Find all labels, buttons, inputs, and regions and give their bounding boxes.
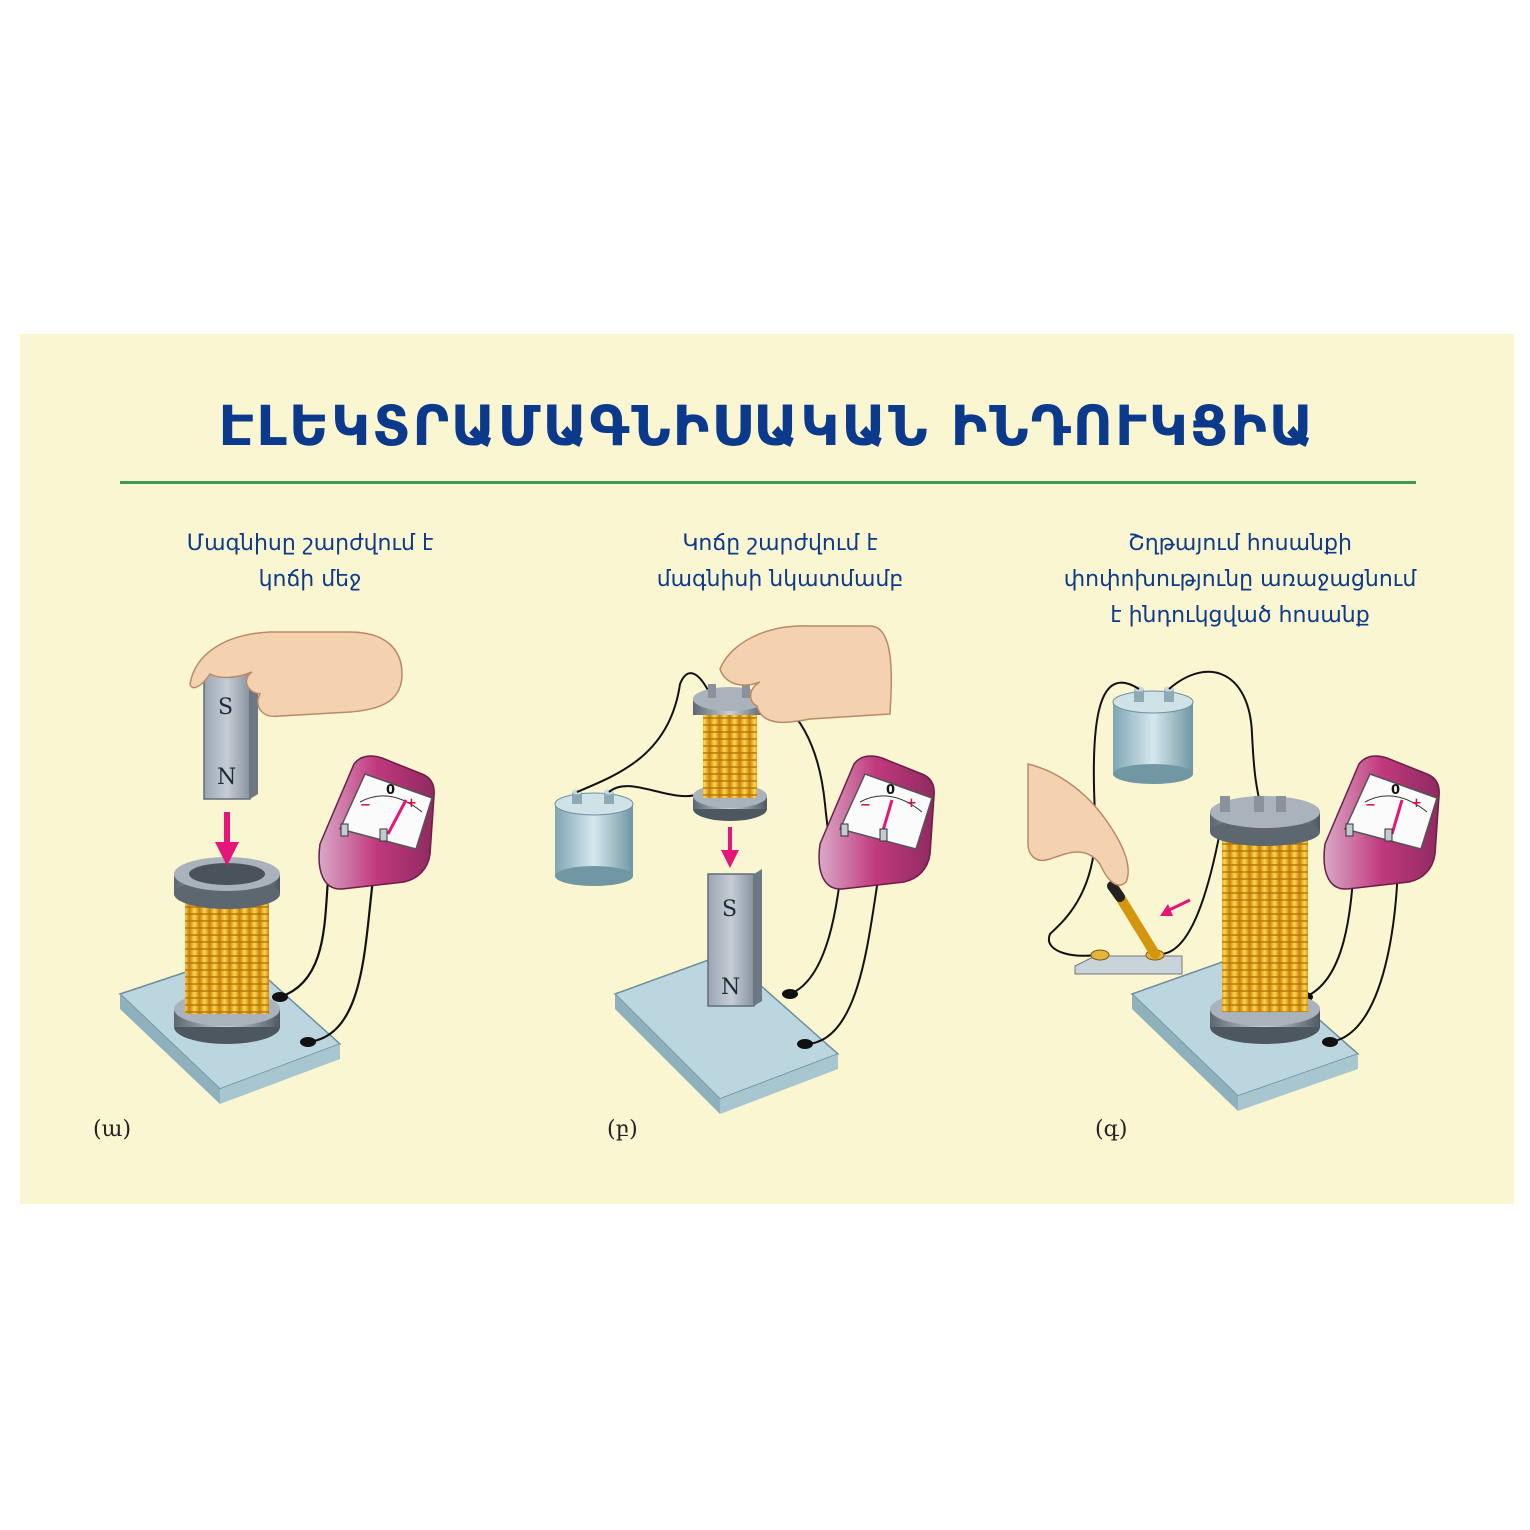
- caption-line: Կոճը շարժվում է: [682, 531, 878, 556]
- meter-zero: 0: [386, 783, 395, 798]
- wire: [608, 785, 701, 798]
- galvanometer: 0 − +: [318, 755, 435, 890]
- magnet-pole-label: S: [722, 897, 737, 922]
- coil: [1222, 832, 1308, 1012]
- wire: [576, 672, 711, 793]
- magnet-pole-label: N: [217, 765, 236, 790]
- meter-plus: +: [906, 796, 917, 811]
- title-divider: [120, 481, 1416, 484]
- illustration: S N 0 − +: [118, 625, 1440, 1114]
- panel-c-drawing: 0 − +: [1027, 670, 1440, 1111]
- switch: [1074, 881, 1183, 975]
- caption-panel-b: Կոճը շարժվում է մագնիսի նկատմամբ: [600, 526, 960, 598]
- caption-line: է ինդուկցված հոսանք: [1110, 603, 1370, 628]
- bar-magnet: [707, 873, 755, 1007]
- battery: [1112, 686, 1194, 784]
- galvanometer: 0 − +: [818, 755, 935, 890]
- poster-title: ԷԼԵԿՏՐԱՄԱԳՆԻՍԱԿԱՆ ԻՆԴՈՒԿՑԻԱ: [218, 394, 1316, 458]
- meter-zero: 0: [886, 783, 895, 798]
- caption-line: մագնիսի նկատմամբ: [656, 567, 904, 592]
- meter-plus: +: [1411, 796, 1422, 811]
- meter-minus: −: [860, 798, 871, 813]
- caption-panel-a: Մագնիսը շարժվում է կոճի մեջ: [130, 526, 490, 598]
- coil: [703, 714, 757, 798]
- caption-line: փոփոխությունը առաջացնում: [1063, 567, 1417, 592]
- hand: [719, 625, 893, 724]
- meter-minus: −: [360, 798, 371, 813]
- magnet-pole-label: S: [218, 695, 233, 720]
- hand: [189, 631, 403, 718]
- panel-a-drawing: S N 0 − +: [118, 631, 435, 1104]
- hand: [1027, 763, 1129, 886]
- galvanometer: 0 − +: [1323, 755, 1440, 890]
- caption-line: Մագնիսը շարժվում է: [186, 531, 434, 556]
- panel-b-drawing: S N: [554, 625, 935, 1114]
- wire: [1047, 681, 1140, 957]
- coil: [185, 894, 269, 1014]
- caption-line: Շղթայում հոսանքի: [1128, 531, 1352, 556]
- wire: [1168, 670, 1261, 805]
- magnet-pole-label: N: [721, 975, 740, 1000]
- meter-plus: +: [406, 796, 417, 811]
- poster: ԷԼԵԿՏՐԱՄԱԳՆԻՍԱԿԱՆ ԻՆԴՈՒԿՑԻԱ Մագնիսը շարժ…: [20, 334, 1514, 1204]
- meter-minus: −: [1365, 798, 1376, 813]
- panel-label-b: (բ): [607, 1117, 638, 1142]
- caption-panel-c: Շղթայում հոսանքի փոփոխությունը առաջացնու…: [1020, 526, 1460, 634]
- battery: [554, 789, 634, 886]
- panel-label-c: (գ): [1095, 1117, 1128, 1142]
- meter-zero: 0: [1391, 783, 1400, 798]
- caption-line: կոճի մեջ: [258, 567, 362, 592]
- panel-label-a: (ա): [93, 1117, 132, 1142]
